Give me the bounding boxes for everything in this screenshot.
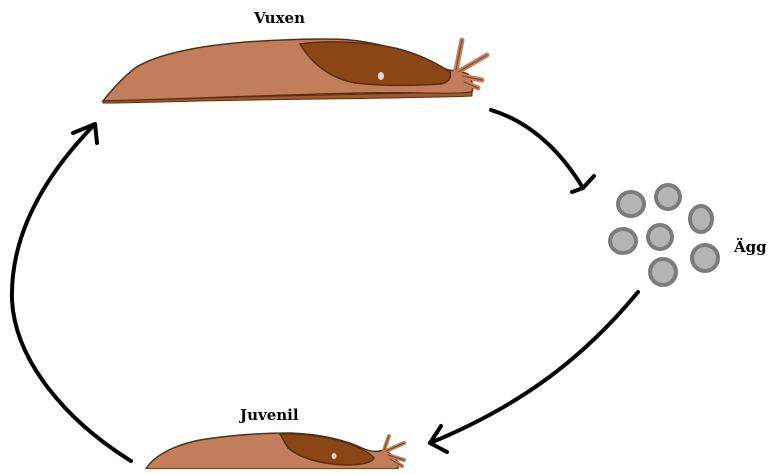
arrow-juvenile-to-adult [12, 124, 131, 461]
adult-slug-icon [103, 39, 487, 103]
juvenile-slug-pneumostome [332, 453, 337, 459]
egg [692, 245, 718, 271]
egg [690, 206, 712, 232]
juvenile-label: Juvenil [240, 406, 299, 424]
juvenile-slug-icon [146, 433, 404, 469]
egg [650, 259, 676, 285]
egg-cluster-icon [610, 185, 718, 285]
adult-slug-pneumostome [378, 72, 384, 80]
arrow-eggs-to-juvenile [430, 292, 638, 452]
arrow-adult-to-eggs [491, 110, 594, 192]
egg [610, 229, 636, 253]
egg [656, 185, 680, 209]
adult-label: Vuxen [254, 9, 305, 27]
eggs-label: Ägg [734, 238, 767, 256]
egg [618, 192, 644, 216]
egg [648, 225, 672, 249]
